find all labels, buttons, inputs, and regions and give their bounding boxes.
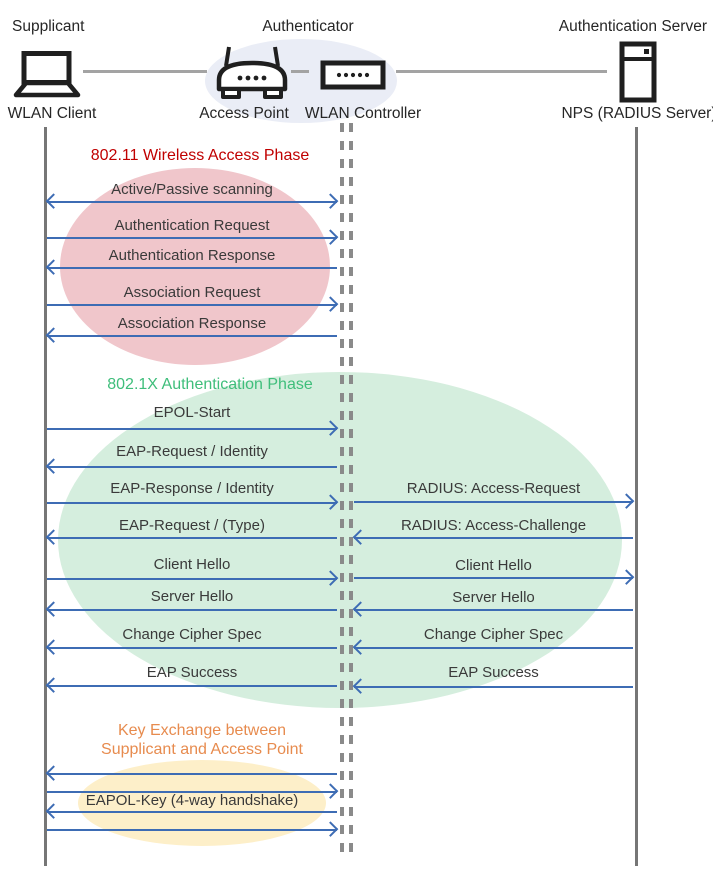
message-arrow-left <box>352 639 634 655</box>
message-arrow-right <box>46 783 339 799</box>
lifeline-auth-server <box>635 127 638 866</box>
message-label: EAPOL-Key (4-way handshake) <box>85 792 299 809</box>
message-arrow-right <box>46 420 339 436</box>
message-arrow-left <box>45 259 338 275</box>
message-label: Authentication Request <box>114 217 270 234</box>
message-label: Authentication Response <box>108 247 276 264</box>
device-label-nps: NPS (RADIUS Server) <box>561 105 713 122</box>
message-label: Change Cipher Spec <box>122 626 262 643</box>
message-label: EAP-Request / Identity <box>116 443 268 460</box>
message-label: Active/Passive scanning <box>111 181 273 198</box>
message-arrow-left <box>45 803 338 819</box>
message-label: Client Hello <box>455 557 532 574</box>
message-arrow-left <box>352 678 634 694</box>
message-arrow-left <box>352 529 634 545</box>
message-arrow-right <box>46 494 339 510</box>
message-label: Association Request <box>123 284 261 301</box>
message-arrow-both <box>45 193 339 209</box>
device-label-wlan-controller: WLAN Controller <box>304 105 422 122</box>
message-label: EAP Success <box>146 664 238 681</box>
phase-title-dot1x-auth: 802.1X Authentication Phase <box>107 376 313 393</box>
connector-client-ap <box>83 70 207 73</box>
role-label-authenticator: Authenticator <box>262 18 354 35</box>
message-label: EAP-Response / Identity <box>110 480 274 497</box>
phase-title-key-exchange: Key Exchange between Supplicant and Acce… <box>101 722 303 758</box>
message-label: EAP-Request / (Type) <box>119 517 265 534</box>
message-label: RADIUS: Access-Request <box>406 480 581 497</box>
device-label-wlan-client: WLAN Client <box>7 105 97 122</box>
message-label: Client Hello <box>153 556 231 573</box>
message-arrow-left <box>45 601 338 617</box>
message-arrow-right <box>46 570 339 586</box>
message-arrow-right <box>353 569 635 585</box>
phase-title-wireless-access: 802.11 Wireless Access Phase <box>90 147 310 164</box>
connector-controller-server <box>396 70 607 73</box>
message-arrow-right <box>353 493 635 509</box>
message-arrow-right <box>46 821 339 837</box>
wlan-controller-icon <box>320 60 386 95</box>
message-arrow-right <box>46 296 339 312</box>
server-icon <box>619 41 657 108</box>
message-label: Server Hello <box>150 588 234 605</box>
lifeline-controller-right <box>349 123 353 858</box>
message-label: EPOL-Start <box>153 404 231 421</box>
message-arrow-left <box>45 639 338 655</box>
role-label-supplicant: Supplicant <box>12 18 85 35</box>
laptop-icon <box>13 50 81 105</box>
message-label: EAP Success <box>448 664 539 681</box>
message-arrow-left <box>45 529 338 545</box>
message-arrow-left <box>352 601 634 617</box>
message-arrow-right <box>46 229 339 245</box>
message-arrow-left <box>45 765 338 781</box>
role-label-authentication-server: Authentication Server <box>558 18 707 35</box>
message-label: Change Cipher Spec <box>423 626 564 643</box>
message-arrow-left <box>45 327 338 343</box>
access-point-icon <box>212 44 292 109</box>
device-label-access-point: Access Point <box>199 105 289 122</box>
connector-ap-controller <box>291 70 309 73</box>
message-arrow-left <box>45 677 338 693</box>
lifeline-controller-left <box>340 123 344 858</box>
lifeline-supplicant <box>44 127 47 866</box>
message-label: RADIUS: Access-Challenge <box>400 517 587 534</box>
message-arrow-left <box>45 458 338 474</box>
message-label: Association Response <box>117 315 267 332</box>
message-label: Server Hello <box>452 589 535 606</box>
